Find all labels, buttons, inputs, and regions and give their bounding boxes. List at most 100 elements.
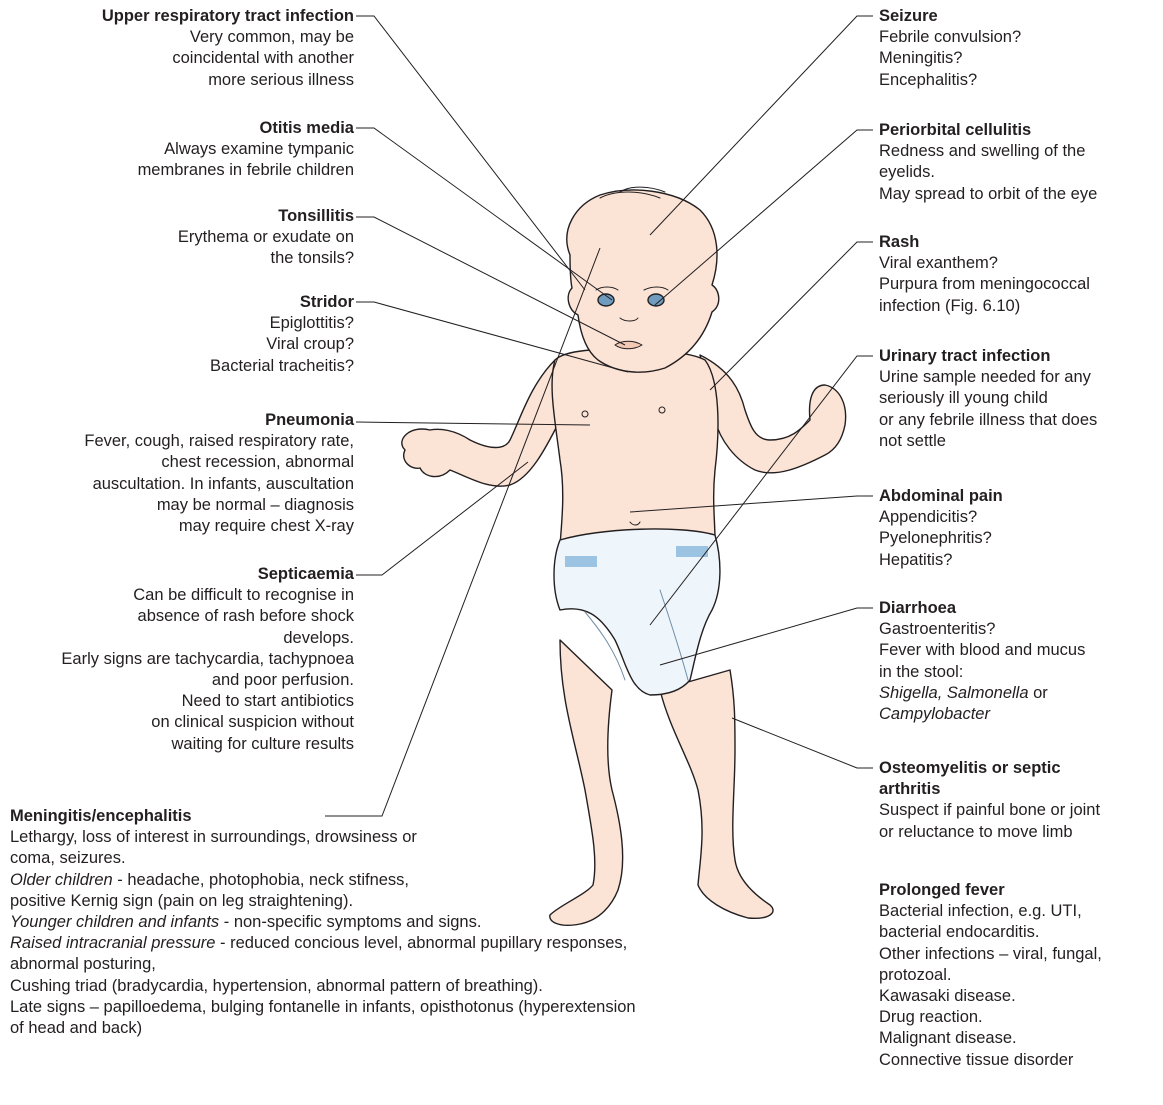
callout-text: Pyelonephritis? <box>879 528 1003 549</box>
callout-title: Otitis media <box>138 118 354 139</box>
callout-text: positive Kernig sign (pain on leg straig… <box>10 891 636 912</box>
callout-text: Lethargy, loss of interest in surroundin… <box>10 827 636 848</box>
callout-text: Late signs – papilloedema, bulging fonta… <box>10 997 636 1018</box>
callout-title: Abdominal pain <box>879 486 1003 507</box>
callout-text: Viral croup? <box>210 334 354 355</box>
callout-text: Bacterial infection, e.g. UTI, <box>879 901 1102 922</box>
callout-text: Very common, may be <box>102 27 354 48</box>
callout-urinary-tract-infection: Urinary tract infection Urine sample nee… <box>879 346 1097 452</box>
callout-title: Septicaemia <box>61 564 354 585</box>
callout-text: coma, seizures. <box>10 848 636 869</box>
callout-text: of head and back) <box>10 1018 636 1039</box>
callout-title: Pneumonia <box>84 410 354 431</box>
callout-text: Urine sample needed for any <box>879 367 1097 388</box>
callout-text: Raised intracranial pressure - reduced c… <box>10 933 636 954</box>
callout-text: Other infections – viral, fungal, <box>879 944 1102 965</box>
callout-text: eyelids. <box>879 162 1097 183</box>
callout-text: and poor perfusion. <box>61 670 354 691</box>
callout-text: Can be difficult to recognise in <box>61 585 354 606</box>
callout-text: Encephalitis? <box>879 70 1021 91</box>
callout-text: waiting for culture results <box>61 734 354 755</box>
campylobacter-label: Campylobacter <box>879 704 1085 725</box>
callout-upper-respiratory-tract-infection: Upper respiratory tract infection Very c… <box>102 6 354 91</box>
callout-text: Redness and swelling of the <box>879 141 1097 162</box>
icp-text: - reduced concious level, abnormal pupil… <box>215 934 627 952</box>
callout-text: Suspect if painful bone or joint <box>879 800 1100 821</box>
diaper-tab-left <box>565 556 597 567</box>
callout-text: more serious illness <box>102 70 354 91</box>
or-label: or <box>1029 684 1048 702</box>
older-children-label: Older children <box>10 871 113 889</box>
callout-text: Drug reaction. <box>879 1007 1102 1028</box>
callout-periorbital-cellulitis: Periorbital cellulitis Redness and swell… <box>879 120 1097 205</box>
callout-text: or reluctance to move limb <box>879 822 1100 843</box>
callout-text: or any febrile illness that does <box>879 410 1097 431</box>
callout-title: Periorbital cellulitis <box>879 120 1097 141</box>
older-children-text: - headache, photophobia, neck stifness, <box>113 871 409 889</box>
callout-text: absence of rash before shock <box>61 606 354 627</box>
callout-meningitis-encephalitis: Meningitis/encephalitis Lethargy, loss o… <box>10 806 636 1039</box>
callout-title: Diarrhoea <box>879 598 1085 619</box>
callout-text: the tonsils? <box>178 248 354 269</box>
callout-text: Malignant disease. <box>879 1028 1102 1049</box>
callout-title: Meningitis/encephalitis <box>10 806 636 827</box>
callout-text: membranes in febrile children <box>138 160 354 181</box>
callout-title: Upper respiratory tract infection <box>102 6 354 27</box>
icp-label: Raised intracranial pressure <box>10 934 215 952</box>
torso <box>552 349 718 545</box>
callout-osteomyelitis: Osteomyelitis or septic arthritis Suspec… <box>879 758 1100 843</box>
callout-title-line2: arthritis <box>879 779 1100 800</box>
head <box>567 190 719 372</box>
callout-text: Cushing triad (bradycardia, hypertension… <box>10 976 636 997</box>
callout-pneumonia: Pneumonia Fever, cough, raised respirato… <box>84 410 354 537</box>
callout-text: coincidental with another <box>102 48 354 69</box>
callout-abdominal-pain: Abdominal pain Appendicitis? Pyelonephri… <box>879 486 1003 571</box>
callout-text: infection (Fig. 6.10) <box>879 296 1090 317</box>
callout-text: auscultation. In infants, auscultation <box>84 474 354 495</box>
callout-text: May spread to orbit of the eye <box>879 184 1097 205</box>
callout-tonsillitis: Tonsillitis Erythema or exudate on the t… <box>178 206 354 270</box>
callout-text: Fever with blood and mucus <box>879 640 1085 661</box>
callout-text: Febrile convulsion? <box>879 27 1021 48</box>
callout-septicaemia: Septicaemia Can be difficult to recognis… <box>61 564 354 755</box>
callout-text: protozoal. <box>879 965 1102 986</box>
callout-text: may be normal – diagnosis <box>84 495 354 516</box>
callout-text: Always examine tympanic <box>138 139 354 160</box>
callout-text: on clinical suspicion without <box>61 712 354 733</box>
callout-text: Older children - headache, photophobia, … <box>10 870 636 891</box>
callout-text: Hepatitis? <box>879 550 1003 571</box>
callout-text: bacterial endocarditis. <box>879 922 1102 943</box>
callout-title: Stridor <box>210 292 354 313</box>
callout-stridor: Stridor Epiglottitis? Viral croup? Bacte… <box>210 292 354 377</box>
callout-text: Connective tissue disorder <box>879 1050 1102 1071</box>
callout-text: Purpura from meningococcal <box>879 274 1090 295</box>
callout-otitis-media: Otitis media Always examine tympanic mem… <box>138 118 354 182</box>
callout-text: Younger children and infants - non-speci… <box>10 912 636 933</box>
callout-text: in the stool: <box>879 662 1085 683</box>
callout-text: Epiglottitis? <box>210 313 354 334</box>
callout-text: Fever, cough, raised respiratory rate, <box>84 431 354 452</box>
callout-text: develops. <box>61 628 354 649</box>
callout-text: Kawasaki disease. <box>879 986 1102 1007</box>
salmonella-label: Salmonella <box>947 684 1029 702</box>
callout-prolonged-fever: Prolonged fever Bacterial infection, e.g… <box>879 880 1102 1071</box>
callout-diarrhoea: Diarrhoea Gastroenteritis? Fever with bl… <box>879 598 1085 725</box>
callout-text: Bacterial tracheitis? <box>210 356 354 377</box>
callout-text: Meningitis? <box>879 48 1021 69</box>
callout-rash: Rash Viral exanthem? Purpura from mening… <box>879 232 1090 317</box>
callout-text: Early signs are tachycardia, tachypnoea <box>61 649 354 670</box>
callout-text: Need to start antibiotics <box>61 691 354 712</box>
callout-text: Erythema or exudate on <box>178 227 354 248</box>
callout-title: Rash <box>879 232 1090 253</box>
younger-children-text: - non-specific symptoms and signs. <box>219 913 481 931</box>
callout-text: Appendicitis? <box>879 507 1003 528</box>
callout-text: Gastroenteritis? <box>879 619 1085 640</box>
callout-text: Shigella, Salmonella or <box>879 683 1085 704</box>
callout-title: Tonsillitis <box>178 206 354 227</box>
callout-seizure: Seizure Febrile convulsion? Meningitis? … <box>879 6 1021 91</box>
callout-title: Seizure <box>879 6 1021 27</box>
shigella-label: Shigella, <box>879 684 942 702</box>
callout-text: not settle <box>879 431 1097 452</box>
callout-text: may require chest X-ray <box>84 516 354 537</box>
callout-text: chest recession, abnormal <box>84 452 354 473</box>
